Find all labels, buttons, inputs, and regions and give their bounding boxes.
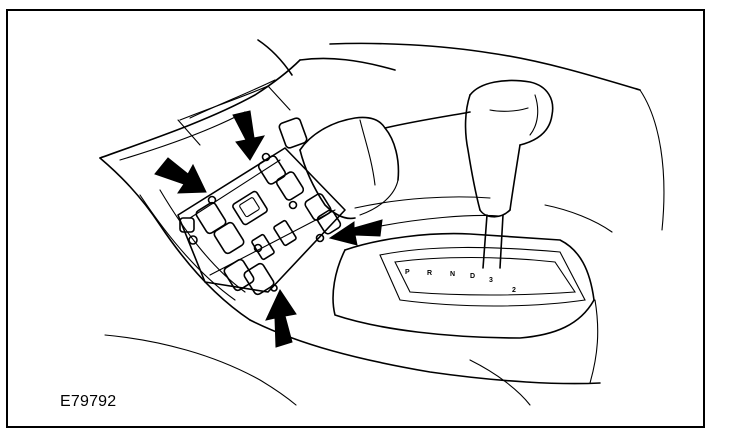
gaiter-shape [299, 111, 471, 220]
gate-letter: P [405, 269, 410, 276]
gate-letter: N [450, 271, 455, 278]
gear-gate-surround [332, 196, 613, 339]
gate-letter: 3 [489, 277, 493, 284]
gate-letter: D [470, 273, 475, 280]
switch-pack [177, 117, 346, 296]
pointer-arrows [154, 110, 383, 348]
gear-gate-letters: P R N D 3 2 [405, 269, 516, 294]
arrow-right [328, 219, 383, 246]
gate-letter: 2 [512, 287, 516, 294]
arrow-top [232, 110, 265, 161]
arrow-bottom [265, 288, 297, 348]
gate-letter: R [427, 270, 432, 277]
arrow-left [154, 157, 207, 194]
figure-reference-code: E79792 [60, 393, 117, 410]
gear-selector [464, 79, 554, 269]
